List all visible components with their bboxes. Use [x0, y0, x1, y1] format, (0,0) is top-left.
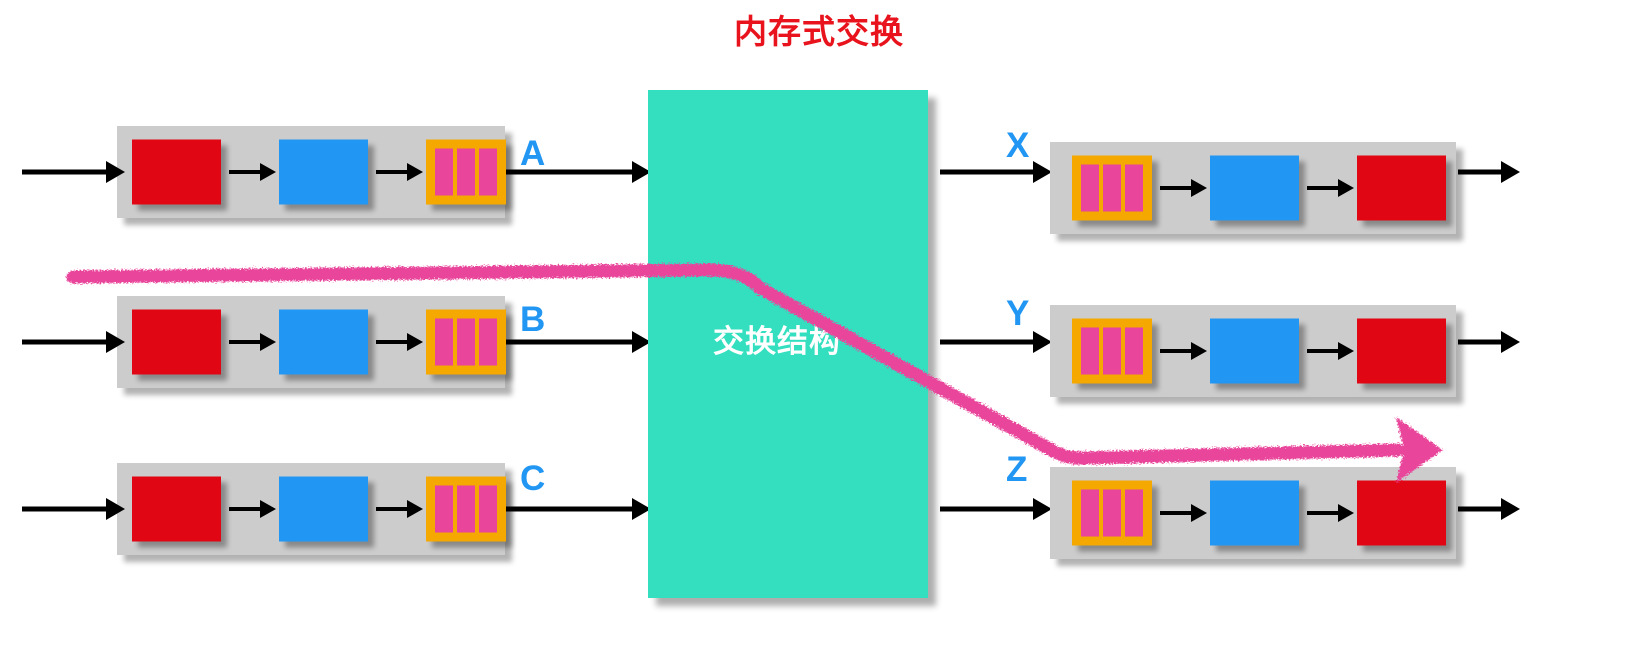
buffer-cell — [1103, 489, 1121, 537]
buffer-cell — [457, 318, 475, 366]
arrow-right-icon — [1307, 179, 1354, 197]
arrow-right-icon — [229, 163, 276, 181]
to-fabric-arrow-a — [506, 161, 651, 183]
red-processor[interactable] — [132, 139, 221, 205]
red-processor[interactable] — [132, 309, 221, 375]
buffer-cell — [1125, 164, 1143, 212]
port-label-b: B — [520, 300, 546, 339]
buffer-cell — [457, 485, 475, 533]
packet-buffer[interactable] — [1072, 155, 1152, 221]
blue-processor[interactable] — [1210, 318, 1299, 384]
packet-buffer[interactable] — [1072, 480, 1152, 546]
page-title: 内存式交换 — [734, 13, 904, 50]
buffer-cell — [1103, 327, 1121, 375]
switch-fabric-label: 交换结构 — [713, 324, 841, 359]
output-line-y — [1050, 305, 1456, 397]
port-label-z: Z — [1006, 450, 1028, 489]
buffer-cell — [457, 148, 475, 196]
packet-buffer[interactable] — [426, 309, 506, 375]
output-arrow-y — [1458, 331, 1520, 353]
red-processor[interactable] — [1357, 318, 1446, 384]
arrow-right-icon — [229, 500, 276, 518]
arrow-right-icon — [1307, 342, 1354, 360]
packet-buffer[interactable] — [426, 476, 506, 542]
blue-processor[interactable] — [1210, 480, 1299, 546]
buffer-cell — [1081, 164, 1099, 212]
from-fabric-arrow-y — [940, 331, 1052, 353]
arrow-right-icon — [1160, 504, 1207, 522]
buffer-cell — [1125, 489, 1143, 537]
buffer-cell — [435, 148, 453, 196]
buffer-cell — [435, 318, 453, 366]
output-line-x — [1050, 142, 1456, 234]
blue-processor[interactable] — [1210, 155, 1299, 221]
port-label-x: X — [1006, 126, 1030, 165]
input-line-c — [117, 463, 506, 555]
port-label-y: Y — [1006, 294, 1030, 333]
arrow-right-icon — [1307, 504, 1354, 522]
packet-buffer[interactable] — [1072, 318, 1152, 384]
buffer-cell — [479, 148, 497, 196]
input-line-a — [117, 126, 506, 218]
input-arrow-c — [22, 498, 125, 520]
buffer-cell — [1103, 164, 1121, 212]
blue-processor[interactable] — [279, 476, 368, 542]
port-label-c: C — [520, 459, 546, 498]
from-fabric-arrow-z — [940, 498, 1052, 520]
blue-processor[interactable] — [279, 139, 368, 205]
arrow-right-icon — [376, 500, 423, 518]
red-processor[interactable] — [132, 476, 221, 542]
buffer-cell — [1081, 489, 1099, 537]
to-fabric-arrow-c — [506, 498, 651, 520]
red-processor[interactable] — [1357, 155, 1446, 221]
input-arrow-a — [22, 161, 125, 183]
input-line-b — [117, 296, 506, 388]
output-line-z — [1050, 467, 1456, 559]
arrow-right-icon — [1160, 342, 1207, 360]
buffer-cell — [479, 318, 497, 366]
buffer-cell — [479, 485, 497, 533]
output-arrow-z — [1458, 498, 1520, 520]
arrow-right-icon — [1160, 179, 1207, 197]
blue-processor[interactable] — [279, 309, 368, 375]
buffer-cell — [435, 485, 453, 533]
buffer-cell — [1081, 327, 1099, 375]
arrow-right-icon — [376, 163, 423, 181]
from-fabric-arrow-x — [940, 161, 1052, 183]
port-label-a: A — [520, 134, 546, 173]
buffer-cell — [1125, 327, 1143, 375]
input-arrow-b — [22, 331, 125, 353]
output-arrow-x — [1458, 161, 1520, 183]
arrow-right-icon — [376, 333, 423, 351]
packet-buffer[interactable] — [426, 139, 506, 205]
arrow-right-icon — [229, 333, 276, 351]
red-processor[interactable] — [1357, 480, 1446, 546]
